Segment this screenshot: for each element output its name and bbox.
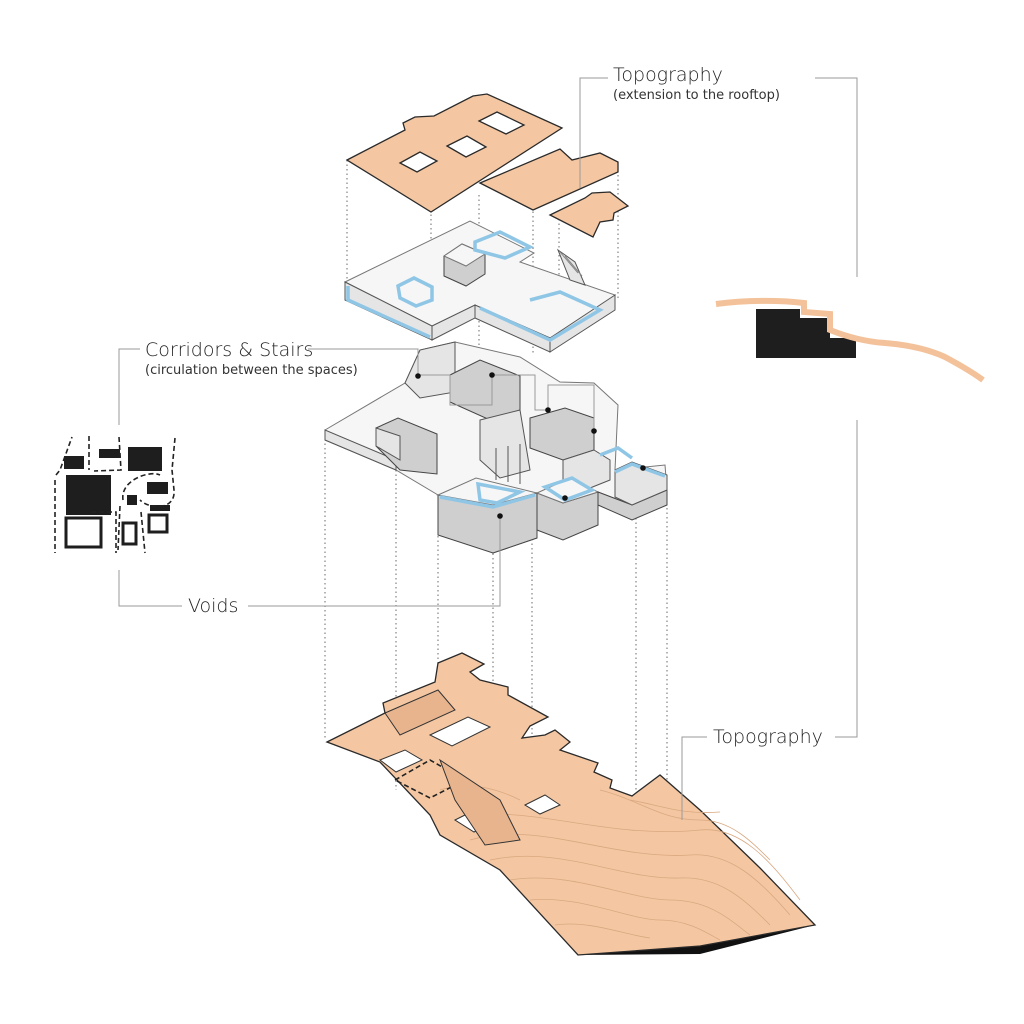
roof-plate-small [548,191,630,238]
label-topography-ground: Topography [681,420,858,820]
corridors-title: Corridors & Stairs [145,339,313,361]
main-building-level [324,341,668,554]
roof-plate-middle [478,148,619,211]
topography-ground-title: Topography [713,726,823,748]
label-corridors-stairs: Corridors & Stairs (circulation between … [118,339,646,501]
roof-plate-main [345,93,564,213]
terrain-shadow [578,925,815,955]
mass-voids-diagram [54,436,176,554]
topography-section [715,297,985,383]
voids-title: Voids [188,595,238,617]
corridors-subtitle: (circulation between the spaces) [145,363,358,378]
topography-roof-title: Topography [613,64,723,86]
topography-roof-subtitle: (extension to the rooftop) [613,88,780,103]
section-terrain-line [715,297,985,383]
label-topography-roof: Topography (extension to the rooftop) [579,64,858,277]
roof-topography-plates [345,93,630,238]
terrain-surface [325,652,817,956]
label-voids: Voids [118,513,503,617]
ground-topography [325,652,817,956]
terrain-contours [439,785,801,941]
section-mass [756,309,856,358]
upper-floor-plate [343,220,617,353]
